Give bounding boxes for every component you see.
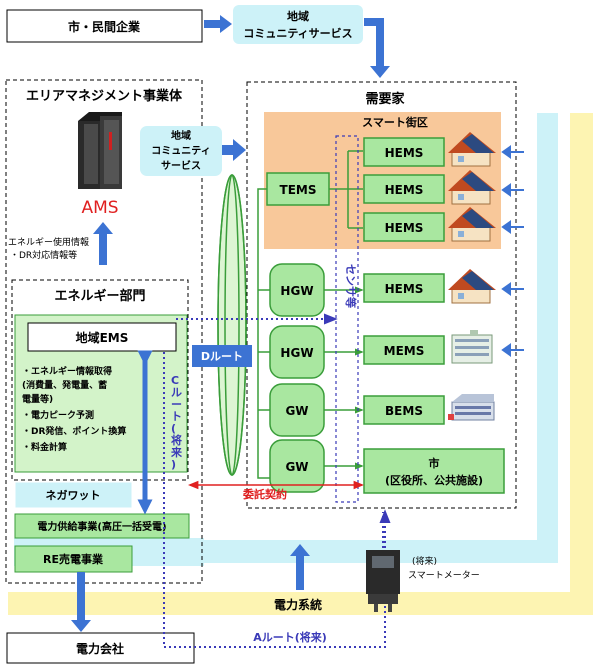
energy-info-l1: エネルギー使用情報 — [8, 236, 89, 248]
ems-function-6: ・料金計算 — [22, 441, 67, 453]
hgw-box-1 — [269, 263, 325, 317]
negawatt-box — [14, 481, 133, 509]
hgw-box-2 — [269, 325, 325, 379]
mems-box — [363, 335, 445, 365]
power-company-label: 電力会社 — [76, 641, 124, 656]
area-mgmt-label: エリアマネジメント事業体 — [26, 88, 183, 104]
gw-box-1 — [269, 383, 325, 437]
house-icon-2 — [448, 170, 496, 205]
service-mid-box — [140, 126, 222, 176]
power-supply-label: 電力供給事業(高圧一括受電) — [37, 520, 166, 533]
sensor-box — [335, 135, 359, 503]
city-facility-l1: 市 — [429, 456, 440, 470]
house-icon-4 — [448, 269, 496, 304]
ems-function-1: ・エネルギー情報取得 — [22, 365, 112, 377]
power-company-box — [6, 632, 195, 664]
ems-function-5: ・DR発信、ポイント換算 — [22, 425, 126, 437]
hems-box-2 — [363, 174, 445, 204]
regional-ems-label: 地域EMS — [76, 330, 129, 345]
c-route-char: ー — [171, 398, 182, 411]
arrow-to-power-company — [71, 572, 91, 632]
gw-label-1: GW — [285, 404, 308, 418]
hems-box-4 — [363, 273, 445, 303]
grid-label: 電力系統 — [274, 597, 322, 612]
c-route-char: ト — [171, 410, 182, 423]
power-supply-box — [14, 513, 190, 539]
service-mid-l2: コミュニティ — [151, 145, 210, 157]
house-icon-1 — [448, 132, 496, 167]
ems-function-4: ・電力ピーク予測 — [22, 409, 94, 421]
tems-box — [266, 172, 330, 206]
demand-label: 需要家 — [365, 91, 405, 107]
arrow-grid-up — [290, 544, 310, 590]
gw-label-2: GW — [285, 460, 308, 474]
arrow-city-to-service — [204, 15, 232, 33]
apartment-icon — [451, 330, 493, 364]
c-route-line — [163, 352, 391, 648]
arrow-service-to-demand — [364, 18, 390, 78]
energy-dept-label: エネルギー部門 — [54, 288, 145, 304]
c-route-char: ) — [171, 458, 176, 471]
tems-label: TEMS — [280, 183, 317, 197]
ams-server-image — [78, 112, 122, 189]
sensor-label: センサ等 — [344, 264, 358, 308]
service-top-l1: 地域 — [287, 9, 309, 23]
city-private-label: 市・民間企業 — [68, 19, 141, 34]
d-route-box — [192, 345, 252, 367]
c-route-char: 来 — [170, 445, 183, 459]
gw-box-2 — [269, 439, 325, 493]
regional-ems-box — [27, 322, 177, 352]
re-retail-label: RE売電事業 — [43, 552, 104, 566]
incoming-arrows — [501, 145, 524, 357]
green-connectors — [257, 150, 364, 479]
house-icon-3 — [448, 207, 496, 242]
ems-function-2: (消費量、発電量、蓄 — [22, 379, 107, 391]
office-building-icon — [448, 394, 495, 421]
city-private-box — [6, 9, 203, 43]
c-route-char: ( — [171, 422, 176, 435]
service-mid-l3: サービス — [161, 159, 201, 172]
c-route-char: ル — [171, 386, 182, 399]
c-route-char: 将 — [171, 433, 182, 447]
energy-info-l2: ・DR対応情報等 — [10, 249, 77, 261]
smart-meter-icon — [366, 550, 400, 612]
network-ellipses — [217, 174, 247, 476]
city-facility-l2: (区役所、公共施設) — [385, 473, 483, 487]
smart-meter-l2: スマートメーター — [408, 570, 480, 581]
hems-box-3 — [363, 212, 445, 242]
c-route-char: C — [171, 374, 179, 387]
service-mid-l1: 地域 — [171, 129, 191, 142]
hems-box-1 — [363, 137, 445, 167]
area-mgmt-box — [5, 79, 203, 584]
arrow-ams-up — [93, 222, 113, 265]
service-top-box — [233, 5, 363, 44]
smart-district-label: スマート街区 — [362, 115, 428, 129]
arrow-mid-service — [221, 139, 246, 161]
city-facility-box — [363, 448, 505, 494]
hgw-label-2: HGW — [280, 346, 313, 360]
hgw-label-1: HGW — [280, 284, 313, 298]
smart-meter-l1: (将来) — [412, 556, 437, 567]
ems-function-3: 電量等) — [22, 393, 53, 405]
re-retail-box — [14, 545, 133, 573]
d-route-label: Dルート — [201, 350, 243, 363]
negawatt-label: ネガワット — [46, 488, 101, 502]
bems-label: BEMS — [385, 404, 423, 418]
hems-label-4: HEMS — [385, 282, 424, 296]
commission-label: 委託契約 — [242, 487, 287, 501]
service-top-l2: コミュニティサービス — [243, 26, 352, 40]
bems-box — [363, 395, 445, 425]
mems-label: MEMS — [384, 344, 425, 358]
a-route-label: Aルート(将来) — [253, 630, 327, 644]
hems-label-3: HEMS — [385, 221, 424, 235]
ams-label: AMS — [81, 198, 118, 218]
hems-label-1: HEMS — [385, 146, 424, 160]
hems-label-2: HEMS — [385, 183, 424, 197]
